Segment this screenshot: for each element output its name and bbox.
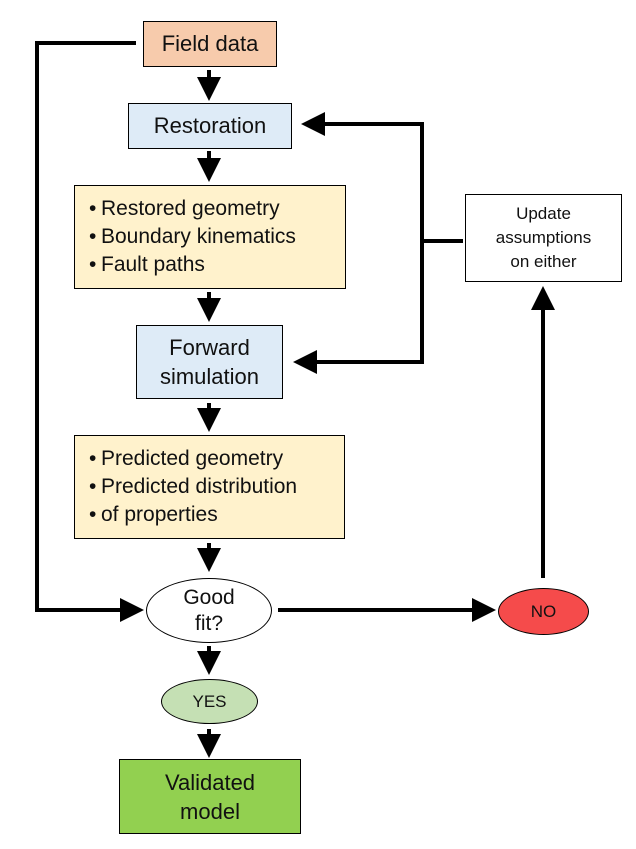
field-data-label: Field data (161, 31, 259, 56)
list-item: Restored geometry (89, 195, 296, 223)
restored-outputs-node: Restored geometry Boundary kinematics Fa… (74, 185, 346, 289)
update-assumptions-label-line2: assumptions (495, 228, 592, 247)
forward-simulation-label-line2: simulation (159, 364, 260, 389)
update-assumptions-label-line1: Update (516, 204, 571, 223)
validated-model-label-line2: model (180, 798, 240, 824)
good-fit-label-line2: fit? (194, 611, 223, 635)
restored-outputs-list: Restored geometry Boundary kinematics Fa… (89, 195, 296, 279)
list-item: Fault paths (89, 251, 296, 279)
yes-label: YES (192, 691, 227, 711)
arrow-bracket-to-forward (293, 241, 424, 374)
forward-simulation-node: Forward simulation (136, 325, 283, 399)
arrow-field-to-goodfit (35, 41, 144, 622)
restoration-label: Restoration (153, 113, 267, 138)
update-assumptions-label-line3: on either (510, 252, 577, 271)
validated-model-node: Validated model (119, 759, 301, 834)
predicted-outputs-node: Predicted geometry Predicted distributio… (74, 435, 345, 539)
list-item: Predicted geometry (89, 445, 297, 473)
no-outcome: NO (498, 588, 589, 635)
no-label: NO (530, 601, 557, 621)
validated-model-label-line1: Validated (164, 769, 256, 795)
predicted-outputs-list: Predicted geometry Predicted distributio… (89, 445, 297, 529)
list-item: Boundary kinematics (89, 223, 296, 251)
arrow-bracket-to-restoration (301, 112, 424, 241)
field-data-node: Field data (143, 21, 277, 67)
list-item-continuation: of properties (89, 501, 297, 529)
good-fit-decision: Good fit? (146, 578, 272, 643)
list-item: Predicted distribution (89, 473, 297, 501)
forward-simulation-label-line1: Forward (169, 335, 250, 360)
yes-outcome: YES (161, 679, 258, 724)
good-fit-label-line1: Good (183, 585, 235, 609)
restoration-node: Restoration (128, 103, 292, 149)
update-assumptions-node: Update assumptions on either (465, 194, 622, 282)
